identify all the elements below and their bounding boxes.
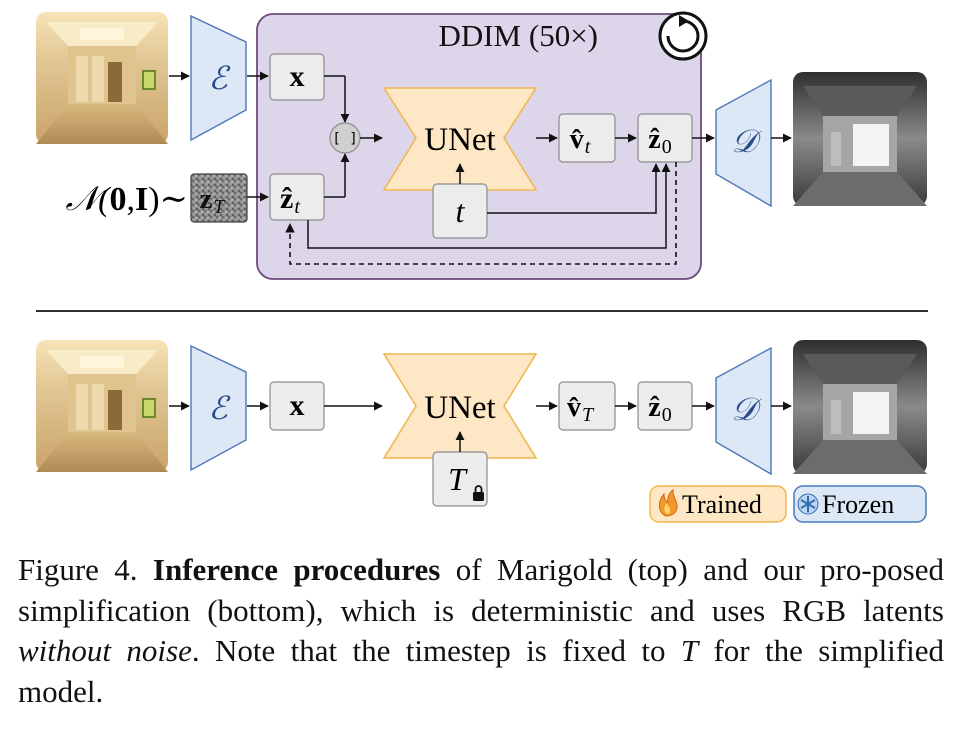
input-rgb-image xyxy=(36,12,168,144)
unet-label: UNet xyxy=(424,122,495,158)
caption-bold: Inference procedures xyxy=(152,552,441,587)
legend-trained: Trained xyxy=(649,485,787,523)
encoder-block-bottom xyxy=(190,344,247,472)
unet-block xyxy=(382,87,538,191)
x-latent-box xyxy=(269,53,325,101)
decoder-block-bottom xyxy=(715,346,772,476)
z0-pred-label: ẑ0 xyxy=(648,124,671,158)
concat-label: [ ] xyxy=(332,131,357,147)
z0-pred-label-bottom: ẑ0 xyxy=(648,392,671,426)
output-depth-image-bottom xyxy=(793,340,927,474)
x-latent-label: x xyxy=(290,60,305,93)
caption-text-1: of Marigold (top) and our pro-posed simp… xyxy=(18,552,944,628)
zt-latent-label: ẑt xyxy=(280,182,300,218)
v-pred-label: v̂t xyxy=(570,124,591,158)
inference-diagram: DDIM (50×) ℰ x ẑt [ ] UNet t v̂t ẑ0 𝒟 xyxy=(36,11,928,523)
legend-frozen: Frozen xyxy=(793,485,927,523)
noise-latent-box xyxy=(190,173,248,223)
noise-latent-label: zT xyxy=(200,183,227,218)
caption-label: Figure 4. xyxy=(18,552,138,587)
ddim-label: DDIM (50×) xyxy=(438,18,598,53)
encoder-symbol: ℰ xyxy=(208,60,231,96)
unet-label-bottom: UNet xyxy=(424,390,495,426)
noise-distribution: 𝒩(0,I)∼ xyxy=(66,181,188,218)
fixed-timestep-label: T xyxy=(448,461,468,497)
encoder-symbol-bottom: ℰ xyxy=(208,390,231,426)
flame-icon xyxy=(658,488,678,517)
figure-caption: Figure 4. Inference procedures of Marigo… xyxy=(18,550,944,712)
unet-block-bottom xyxy=(382,353,538,459)
caption-italic: without noise xyxy=(18,633,192,668)
loop-icon xyxy=(658,11,708,61)
legend-trained-label: Trained xyxy=(682,490,762,519)
snowflake-icon xyxy=(797,493,819,515)
output-depth-image xyxy=(793,72,927,206)
legend-frozen-label: Frozen xyxy=(822,490,894,519)
input-rgb-image-bottom xyxy=(36,340,168,472)
encoder-block xyxy=(190,14,247,142)
caption-text-2: . Note that the timestep is fixed to xyxy=(191,633,681,668)
timestep-label: t xyxy=(456,193,466,229)
x-latent-label-bottom: x xyxy=(290,389,305,422)
v-pred-label-bottom: v̂T xyxy=(567,392,595,426)
lock-icon xyxy=(473,485,484,501)
caption-T: T xyxy=(680,633,699,668)
decoder-block xyxy=(715,78,772,208)
caption-text-3: for the simplified model. xyxy=(18,633,944,709)
